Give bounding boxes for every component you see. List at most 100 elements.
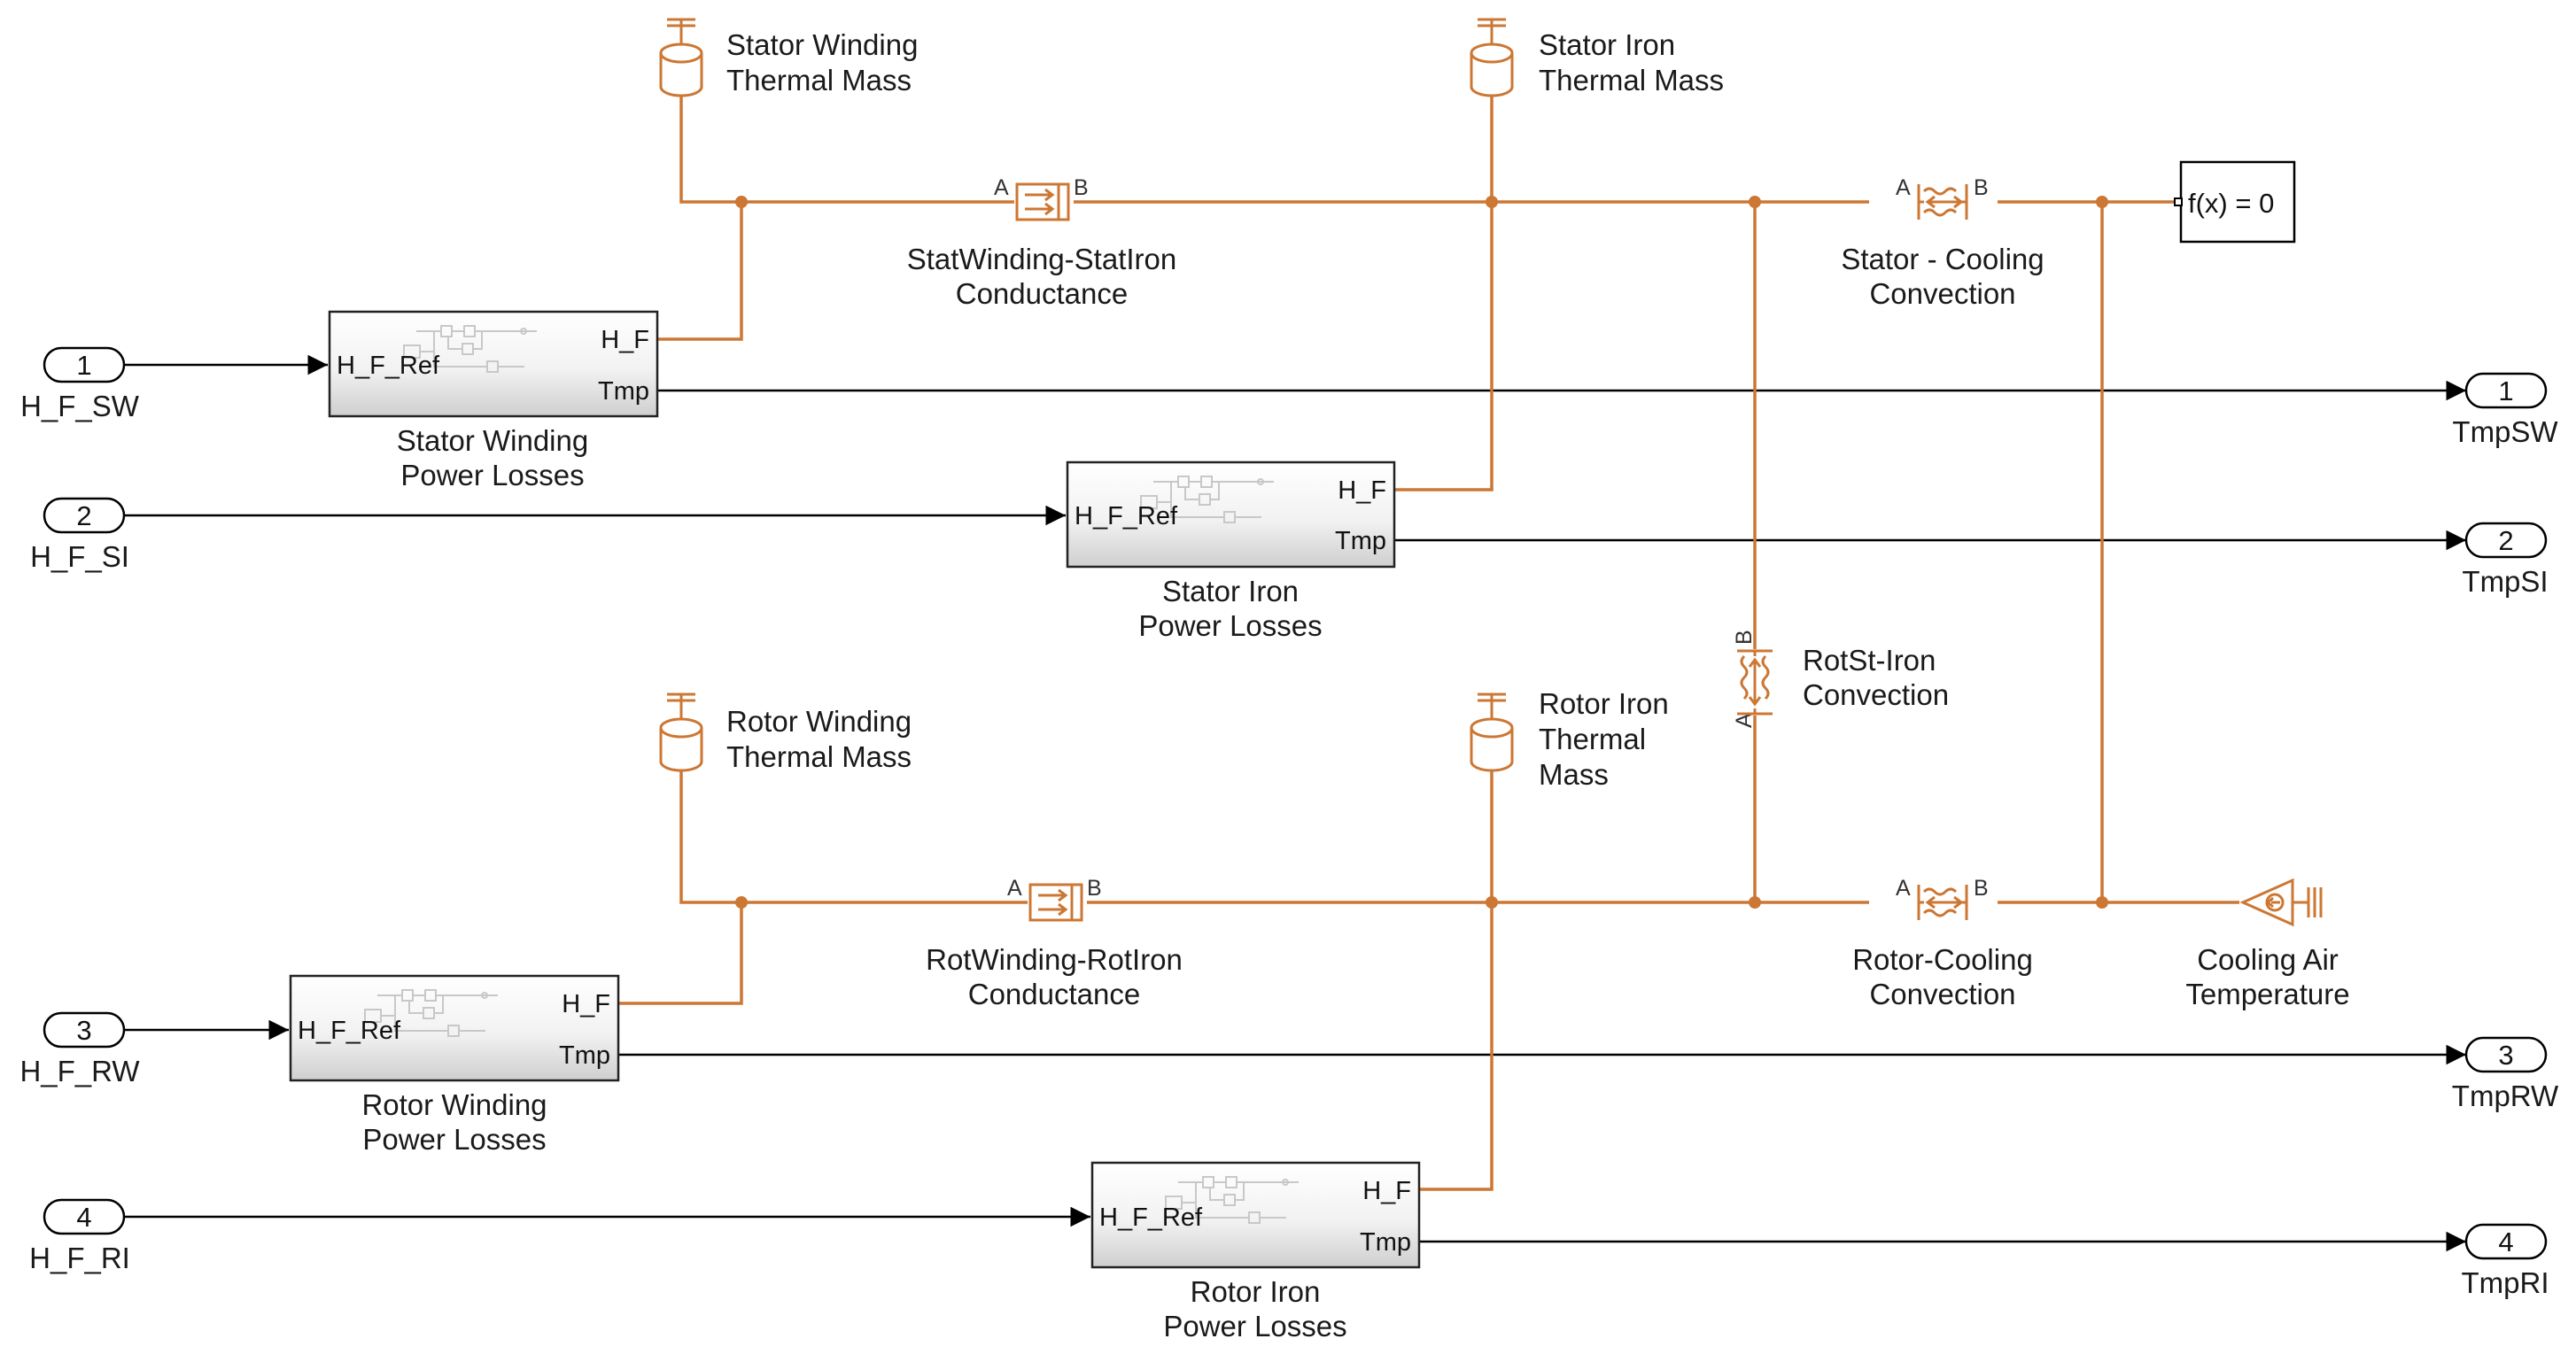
svg-text:Rotor Iron: Rotor Iron (1191, 1275, 1321, 1308)
svg-text:Rotor-Cooling: Rotor-Cooling (1852, 943, 2033, 976)
temperature-source-icon (2239, 878, 2323, 927)
cooling-air-temperature-source[interactable]: Cooling Air Temperature (2185, 878, 2350, 1010)
thermal-mass-stator-iron[interactable]: Stator Iron Thermal Mass (1470, 18, 1724, 97)
inport-1[interactable]: 1 H_F_SW (20, 346, 140, 422)
inport-2[interactable]: 2 H_F_SI (30, 497, 129, 573)
svg-text:Convection: Convection (1869, 978, 2015, 1010)
svg-text:Thermal Mass: Thermal Mass (726, 64, 912, 97)
svg-text:TmpSW: TmpSW (2452, 415, 2558, 448)
svg-text:Temperature: Temperature (2185, 978, 2349, 1010)
svg-text:Convection: Convection (1869, 277, 2015, 310)
outport-3[interactable]: 3 TmpRW (2452, 1036, 2559, 1112)
svg-text:A: A (1896, 175, 1911, 200)
svg-text:Convection: Convection (1803, 678, 1949, 711)
svg-text:H_F_RI: H_F_RI (29, 1242, 130, 1274)
thermal-mass-rotor-winding[interactable]: Rotor Winding Thermal Mass (659, 693, 912, 773)
conductance-rotwinding-rotiron[interactable]: A B RotWinding-RotIron Conductance (926, 876, 1183, 1010)
outport-4[interactable]: 4 TmpRI (2462, 1223, 2549, 1299)
thermal-mass-stator-winding[interactable]: Stator Winding Thermal Mass (659, 18, 918, 97)
svg-text:H_F_SW: H_F_SW (20, 390, 140, 422)
svg-text:Thermal Mass: Thermal Mass (1539, 64, 1724, 97)
subsystem-stator-iron-power-losses[interactable]: H_F_Ref H_F Tmp Stator Iron Power Losses (1066, 460, 1396, 642)
svg-text:Tmp: Tmp (1360, 1228, 1411, 1257)
svg-text:Conductance: Conductance (968, 978, 1140, 1010)
svg-text:3: 3 (76, 1015, 91, 1046)
svg-text:TmpRW: TmpRW (2452, 1080, 2559, 1112)
convection-rotor-cooling[interactable]: A B Rotor-Cooling Convection (1852, 876, 2033, 1010)
svg-text:RotWinding-RotIron: RotWinding-RotIron (926, 943, 1183, 976)
svg-text:RotSt-Iron: RotSt-Iron (1803, 644, 1936, 677)
svg-text:2: 2 (2498, 525, 2513, 556)
signal-lines (124, 354, 2466, 1252)
svg-text:H_F: H_F (601, 326, 649, 354)
svg-text:H_F: H_F (562, 990, 610, 1018)
svg-text:Conductance: Conductance (956, 277, 1128, 310)
svg-text:B: B (1074, 175, 1089, 200)
solver-configuration[interactable]: f(x) = 0 (2174, 160, 2296, 244)
svg-text:Mass: Mass (1539, 758, 1609, 791)
svg-text:Stator Iron: Stator Iron (1162, 575, 1299, 607)
svg-text:A: A (1732, 713, 1757, 728)
svg-text:3: 3 (2498, 1040, 2513, 1071)
convection-icon (1917, 885, 1968, 920)
svg-text:Tmp: Tmp (1335, 527, 1386, 555)
thermal-mass-icon (659, 18, 703, 97)
svg-text:Power Losses: Power Losses (400, 459, 584, 491)
svg-text:StatWinding-StatIron: StatWinding-StatIron (907, 243, 1176, 275)
svg-text:A: A (1007, 876, 1022, 901)
outport-2[interactable]: 2 TmpSI (2462, 522, 2549, 598)
thermal-network-lines (618, 92, 2239, 1191)
conductance-icon (1015, 182, 1070, 221)
svg-text:Tmp: Tmp (559, 1041, 610, 1070)
svg-text:H_F_Ref: H_F_Ref (337, 352, 440, 380)
svg-text:H_F: H_F (1362, 1177, 1411, 1205)
thermal-mass-icon (1470, 18, 1514, 97)
svg-text:A: A (1896, 876, 1911, 901)
inport-3[interactable]: 3 H_F_RW (19, 1011, 140, 1087)
svg-text:Power Losses: Power Losses (362, 1123, 546, 1156)
svg-text:1: 1 (76, 350, 91, 381)
convection-icon (1737, 649, 1773, 716)
svg-text:Cooling Air: Cooling Air (2197, 943, 2339, 976)
svg-text:H_F_SI: H_F_SI (30, 540, 129, 573)
svg-text:H_F_Ref: H_F_Ref (298, 1017, 401, 1045)
inport-4[interactable]: 4 H_F_RI (29, 1198, 130, 1274)
svg-text:Stator Winding: Stator Winding (726, 28, 918, 61)
svg-text:Rotor Winding: Rotor Winding (726, 705, 912, 738)
convection-stator-cooling[interactable]: A B Stator - Cooling Convection (1841, 175, 2044, 310)
svg-text:4: 4 (2498, 1227, 2513, 1258)
svg-text:Tmp: Tmp (598, 377, 649, 406)
svg-text:H_F_Ref: H_F_Ref (1099, 1203, 1203, 1232)
thermal-mass-rotor-iron[interactable]: Rotor Iron Thermal Mass (1470, 687, 1669, 791)
conductance-statwinding-statiron[interactable]: A B StatWinding-StatIron Conductance (907, 175, 1176, 310)
convection-rotst-iron[interactable]: B A RotSt-Iron Convection (1732, 630, 1949, 728)
svg-text:Stator - Cooling: Stator - Cooling (1841, 243, 2044, 275)
thermal-mass-icon (1470, 693, 1514, 772)
svg-text:TmpSI: TmpSI (2462, 565, 2548, 598)
outport-1[interactable]: 1 TmpSW (2452, 372, 2558, 448)
svg-text:f(x) = 0: f(x) = 0 (2188, 188, 2274, 219)
svg-text:A: A (994, 175, 1009, 200)
svg-text:B: B (1974, 876, 1989, 901)
svg-text:Thermal Mass: Thermal Mass (726, 740, 912, 773)
junction-dots (735, 196, 2108, 909)
svg-text:Rotor Winding: Rotor Winding (361, 1088, 547, 1121)
svg-text:H_F_Ref: H_F_Ref (1075, 502, 1178, 530)
subsystem-rotor-iron-power-losses[interactable]: H_F_Ref H_F Tmp Rotor Iron Power Losses (1090, 1161, 1421, 1343)
svg-text:H_F: H_F (1338, 476, 1386, 505)
svg-text:B: B (1974, 175, 1989, 200)
svg-text:TmpRI: TmpRI (2462, 1266, 2549, 1299)
svg-text:4: 4 (76, 1202, 91, 1233)
conductance-icon (1028, 883, 1083, 922)
svg-text:B: B (1732, 630, 1757, 645)
subsystem-rotor-winding-power-losses[interactable]: H_F_Ref H_F Tmp Rotor Winding Power Loss… (289, 974, 620, 1156)
svg-text:B: B (1087, 876, 1102, 901)
svg-text:Power Losses: Power Losses (1138, 609, 1322, 642)
subsystem-stator-winding-power-losses[interactable]: H_F_Ref H_F Tmp Stator Winding Power Los… (328, 310, 659, 491)
svg-text:H_F_RW: H_F_RW (19, 1055, 140, 1087)
convection-icon (1917, 184, 1968, 220)
svg-text:1: 1 (2498, 375, 2513, 406)
thermal-mass-icon (659, 693, 703, 772)
svg-text:Stator Iron: Stator Iron (1539, 28, 1675, 61)
